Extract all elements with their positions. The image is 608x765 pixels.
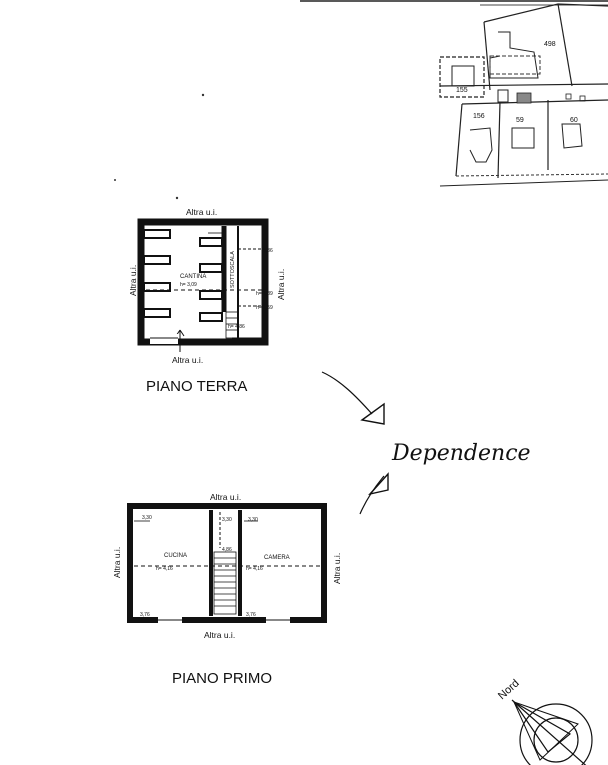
parcel-outline — [557, 3, 573, 87]
first-floor-title: PIANO PRIMO — [172, 670, 272, 687]
pointer-arrowhead-upper — [360, 402, 385, 425]
parcel-outline — [461, 99, 608, 105]
ground-dim-2: h= 1,89 — [256, 291, 273, 297]
parcel-number: 60 — [570, 117, 578, 124]
ground-floor-plan: Altra u.i. Altra u.i. Altra u.i. Altra u… — [128, 207, 286, 395]
first-room-camera: CAMERA — [264, 555, 290, 561]
entrance-arrow — [179, 329, 185, 337]
first-dim-stair: 4,86 — [222, 547, 232, 553]
parcel-59-building — [511, 127, 535, 149]
parcel-60-building — [561, 123, 583, 149]
ground-room-height: h= 3,09 — [180, 282, 197, 288]
compass-circle — [519, 703, 593, 765]
small-square — [565, 93, 572, 100]
ground-outer-wall — [137, 218, 269, 346]
parcel-outline — [455, 103, 463, 177]
parcel-155-building — [451, 65, 475, 87]
door-gap — [150, 334, 178, 344]
wall-stub — [143, 282, 171, 292]
parcel-number: 156 — [473, 113, 485, 120]
parcel-498-building — [489, 31, 539, 79]
first-neighbor-top: Altra u.i. — [210, 492, 241, 502]
first-neighbor-bottom: Altra u.i. — [204, 630, 235, 640]
parcel-156-building — [469, 127, 493, 163]
first-dim-bottom-left: 3,76 — [140, 612, 150, 618]
wall-stub — [199, 290, 223, 300]
parcel-outline — [455, 173, 608, 177]
parcel-number: 59 — [516, 117, 524, 124]
first-floor-plan: Altra u.i. Altra u.i. Altra u.i. Altra u… — [112, 492, 342, 687]
cadastral-map: 498 155 156 59 60 — [439, 3, 608, 187]
wall-stub — [199, 312, 223, 322]
first-neighbor-right: Altra u.i. — [332, 553, 342, 584]
parcel-outline — [497, 101, 501, 179]
stray-mark — [175, 196, 179, 200]
stray-mark — [201, 93, 205, 97]
wall-stub — [199, 237, 223, 247]
parcel-number: 155 — [456, 87, 468, 94]
north-label: Nord — [496, 677, 522, 702]
compass-needle-tail — [513, 701, 579, 761]
ground-neighbor-top: Altra u.i. — [186, 207, 217, 217]
first-dim-top-left: 3,30 — [142, 515, 152, 521]
ground-neighbor-left: Altra u.i. — [128, 265, 138, 296]
parcel-number: 498 — [544, 41, 556, 48]
first-outer-wall — [127, 503, 327, 623]
ground-room-sottoscala: SOTTOSCALA — [230, 251, 236, 288]
first-stairs — [213, 551, 237, 615]
first-dim-top-right: 3,30 — [248, 517, 258, 523]
parcel-155-outline — [439, 56, 485, 98]
wall-stub — [199, 263, 223, 273]
ground-dim-4: h= 4,86 — [228, 324, 245, 330]
ground-room-cantina: CANTINA — [180, 274, 206, 280]
pointer-arrowhead-lower — [368, 472, 389, 496]
wall-stub — [143, 255, 171, 265]
handwritten-label: Dependence — [391, 441, 531, 466]
first-room-cucina: CUCINA — [164, 553, 187, 559]
ground-dim-3: h= 1,59 — [256, 305, 273, 311]
ground-dim-1: 2,86 — [263, 248, 273, 254]
first-height-right: h= 4,16 — [246, 566, 263, 572]
ground-floor-title: PIANO TERRA — [146, 378, 247, 395]
first-dim-bottom-right: 3,76 — [246, 612, 256, 618]
wall-stub — [143, 308, 171, 318]
handwritten-annotation: Dependence — [321, 371, 531, 515]
pointer-line-upper — [321, 371, 373, 415]
parcel-outline — [483, 21, 491, 91]
north-arrow: Nord — [496, 677, 593, 765]
parcel-498-dashed — [489, 55, 541, 75]
compass-circle-inner — [533, 717, 579, 763]
first-dim-top-mid: 3,30 — [222, 517, 232, 523]
parcel-outline — [483, 3, 608, 23]
parcel-outline — [439, 179, 608, 187]
ground-neighbor-right: Altra u.i. — [276, 269, 286, 300]
hatched-building — [516, 92, 532, 104]
small-square — [579, 95, 586, 102]
first-height-left: h= 4,16 — [156, 566, 173, 572]
first-neighbor-left: Altra u.i. — [112, 547, 122, 578]
compass-needle — [511, 699, 587, 765]
wall-stub — [143, 229, 171, 239]
stray-mark — [114, 179, 116, 181]
ground-neighbor-bottom: Altra u.i. — [172, 355, 203, 365]
compass-needle-head — [513, 701, 572, 753]
small-building — [497, 89, 509, 103]
